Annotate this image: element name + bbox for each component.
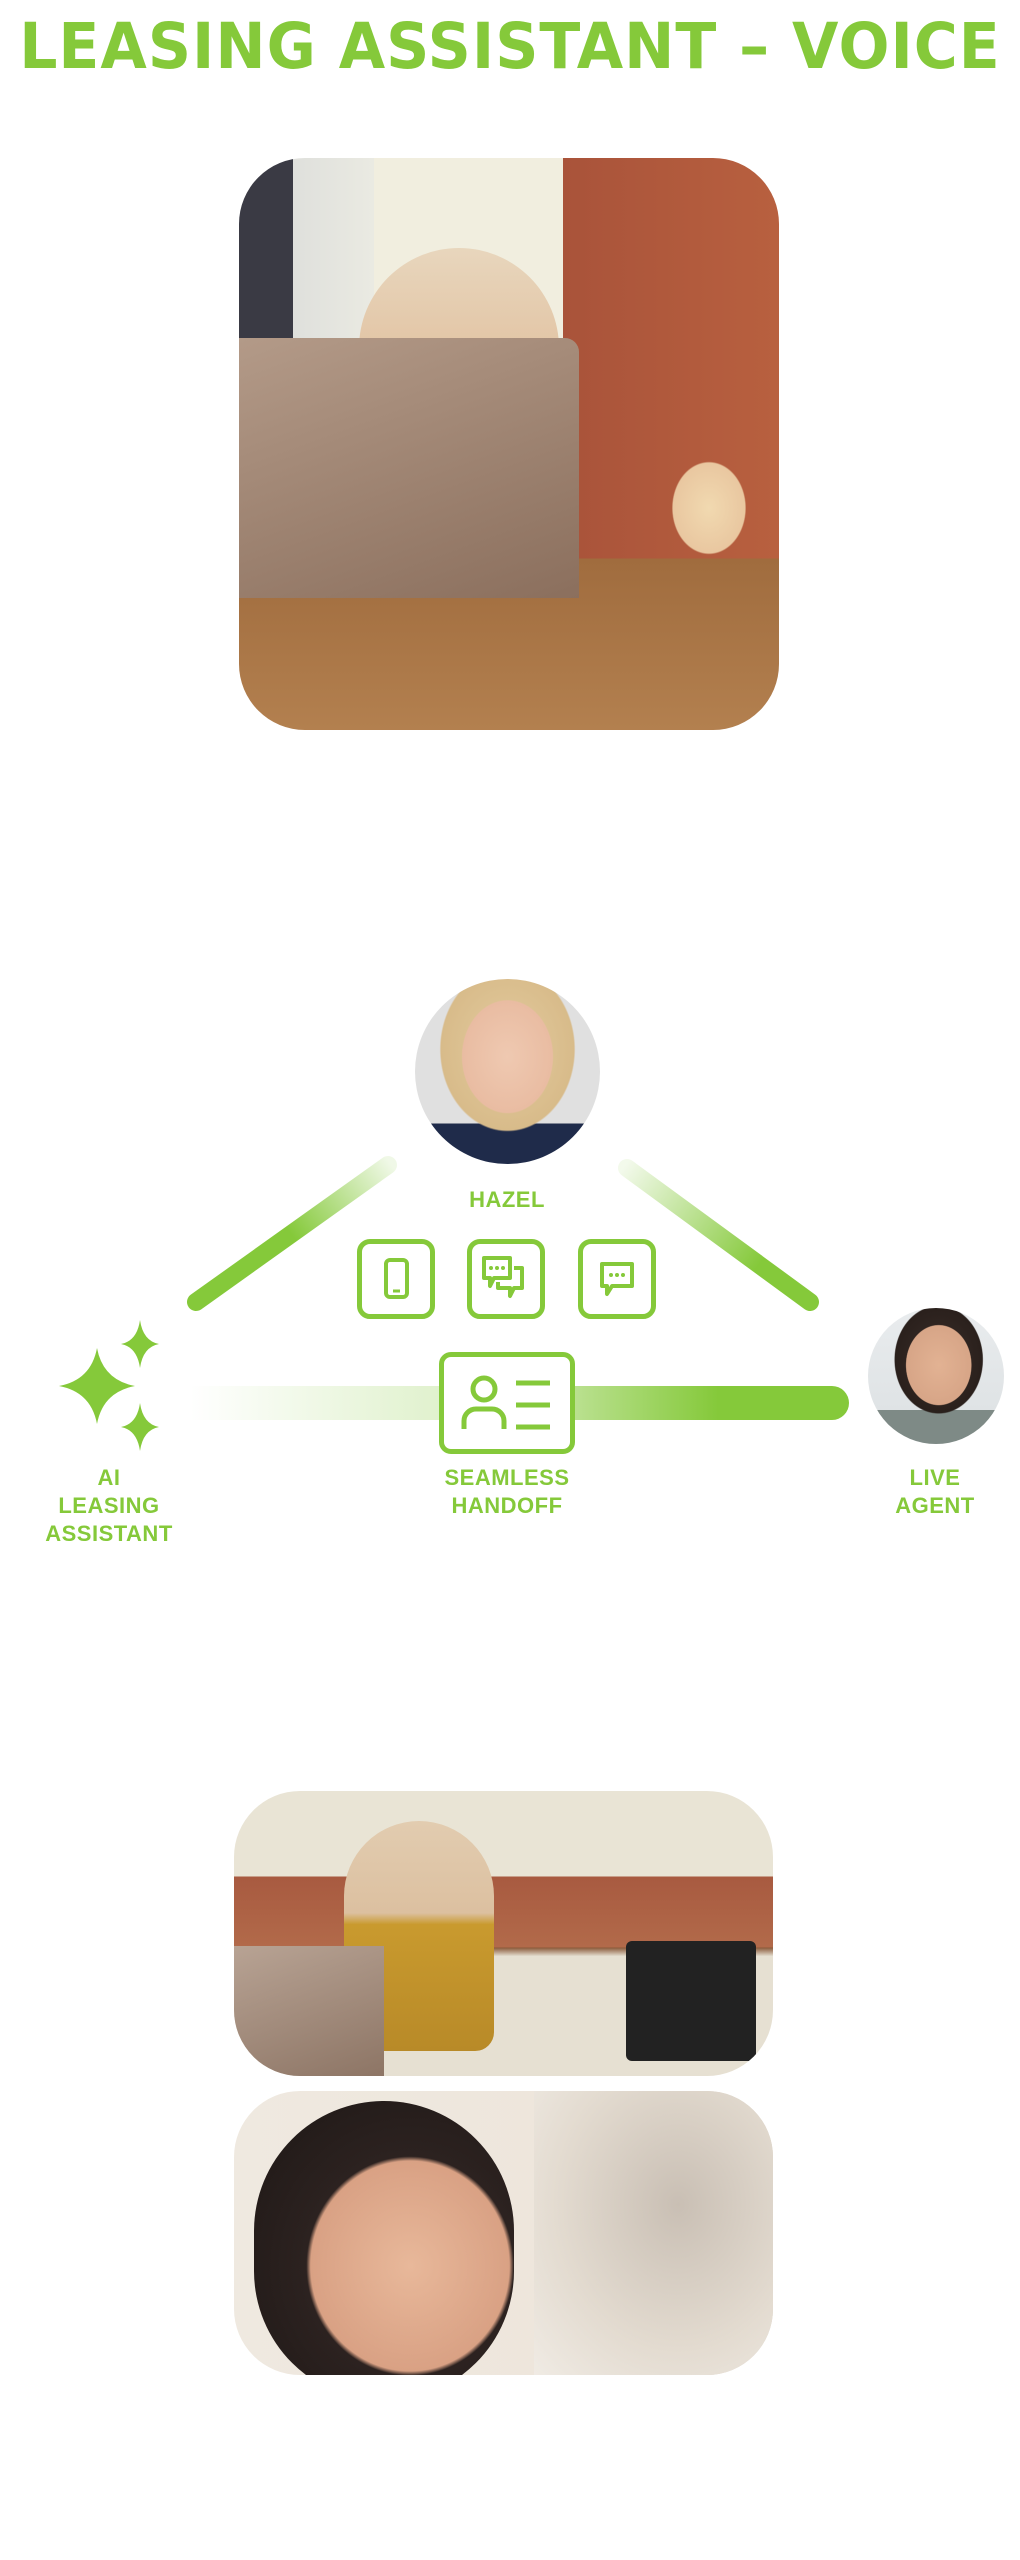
hazel-label: HAZEL xyxy=(469,1187,545,1212)
message-channel-box xyxy=(578,1239,656,1319)
connection-lines xyxy=(59,1156,849,1451)
chat-conversation-icon xyxy=(482,1256,524,1298)
hazel-avatar xyxy=(415,979,600,1164)
ai-leasing-assistant-label: AI LEASING ASSISTANT xyxy=(9,1464,209,1548)
live-agent-avatar xyxy=(868,1308,1004,1444)
message-icon xyxy=(600,1262,634,1296)
label-line: LIVE xyxy=(909,1465,961,1490)
line-ai-to-hazel xyxy=(187,1156,397,1311)
photo-woman-at-laptop xyxy=(239,158,779,730)
contact-card-icon xyxy=(461,1375,550,1430)
page-title: LEASING ASSISTANT – VOICE xyxy=(19,10,1001,84)
phone-icon xyxy=(384,1258,409,1299)
label-line: ASSISTANT xyxy=(45,1521,173,1546)
photo-woman-on-phone xyxy=(234,1791,773,2076)
chat-channel-box xyxy=(467,1239,545,1319)
seamless-handoff-label: SEAMLESS HANDOFF xyxy=(407,1464,607,1520)
handoff-card xyxy=(439,1352,575,1454)
label-line: AI xyxy=(97,1465,121,1490)
sparkle-icon xyxy=(59,1320,159,1451)
phone-channel-box xyxy=(357,1239,435,1319)
live-agent-label: LIVE AGENT xyxy=(835,1464,1020,1520)
label-line: SEAMLESS xyxy=(444,1465,570,1490)
label-line: LEASING xyxy=(58,1493,160,1518)
photo-agent-with-headset xyxy=(234,2091,773,2375)
line-hazel-to-agent xyxy=(618,1159,819,1311)
label-line: HANDOFF xyxy=(451,1493,563,1518)
label-line: AGENT xyxy=(895,1493,975,1518)
